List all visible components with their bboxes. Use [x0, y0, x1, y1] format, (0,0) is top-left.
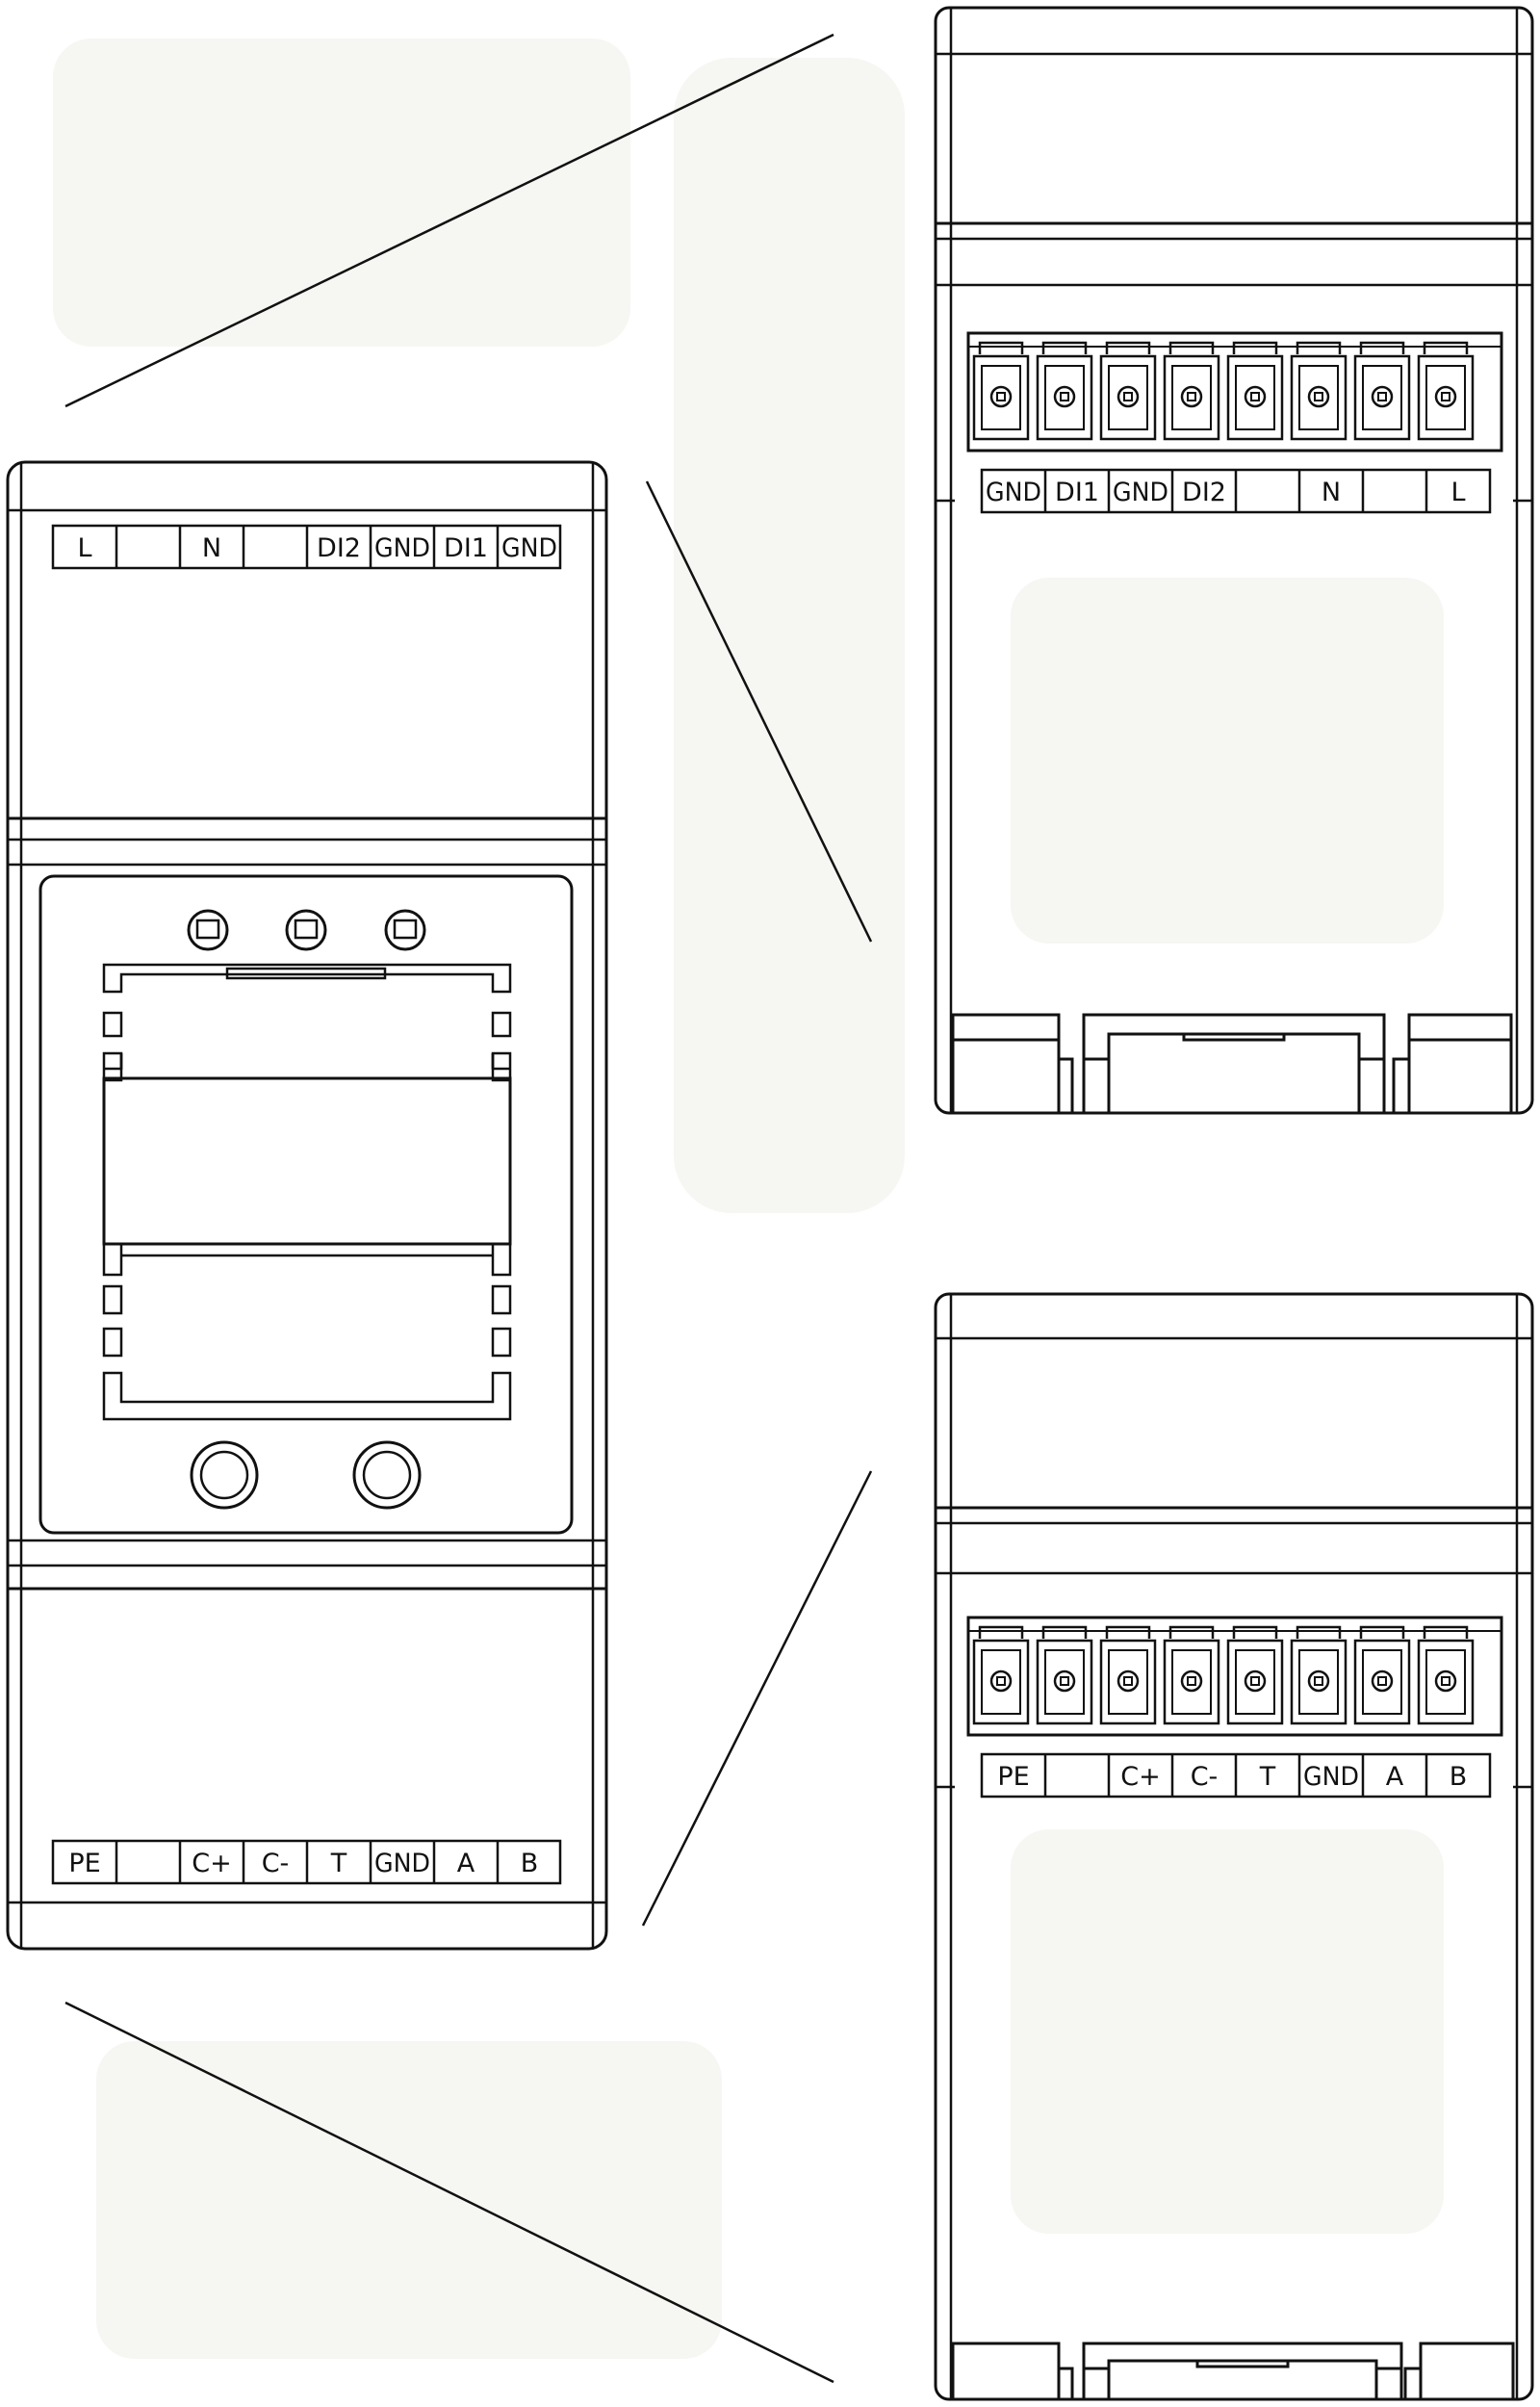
front-panel: [38, 874, 574, 1535]
top-detail-terminal-strip: [980, 468, 1492, 514]
terminal-screw-icon: [1226, 341, 1284, 441]
terminal-label: DI2: [317, 533, 361, 563]
terminal-label: GND: [374, 1849, 430, 1878]
terminal-label: C+: [192, 1849, 231, 1878]
terminal-screw-icon: [1099, 1625, 1157, 1725]
front-top-terminal-labels: L N DI2 GND DI1 GND: [77, 533, 557, 563]
led-indicator-icon: [187, 909, 229, 951]
top-detail-housing: [934, 6, 1534, 1115]
callout-line-top-lower: [645, 480, 873, 943]
terminal-screw-icon: [972, 1625, 1030, 1725]
terminal-screw-icon: [1036, 1625, 1093, 1725]
terminal-label: C-: [262, 1849, 290, 1878]
top-detail-device: [934, 6, 1534, 1115]
terminal-label: T: [330, 1849, 347, 1878]
terminal-screw-icon: [972, 341, 1030, 441]
front-bottom-terminal-strip: [51, 1839, 562, 1885]
front-bottom-terminal-labels: PE C+ C- T GND A B: [68, 1849, 538, 1878]
lcd-display: [102, 1076, 512, 1246]
bottom-detail-housing: [934, 1292, 1534, 2401]
callout-line-top-upper: [64, 33, 834, 408]
terminal-label: GND: [1303, 1762, 1359, 1792]
terminal-label: C-: [1191, 1762, 1219, 1792]
terminal-screw-icon: [1226, 1625, 1284, 1725]
terminal-label: T: [1259, 1762, 1276, 1792]
push-button[interactable]: [352, 1440, 422, 1510]
bottom-detail-terminal-labels: PE C+ C- T GND A B: [997, 1762, 1467, 1792]
terminal-screw-icon: [1036, 341, 1093, 441]
terminal-screw-icon: [1099, 341, 1157, 441]
front-top-terminal-strip: [51, 524, 562, 570]
callout-line-bottom-upper: [641, 1470, 873, 1927]
display-frame: [102, 963, 512, 1421]
push-button[interactable]: [190, 1440, 259, 1510]
led-indicator-icon: [384, 909, 426, 951]
terminal-label: B: [521, 1849, 539, 1878]
terminal-label: PE: [997, 1762, 1029, 1792]
callout-lines: [64, 33, 873, 2384]
bottom-detail-device: [934, 1292, 1534, 2401]
terminal-screw-icon: [1353, 1625, 1411, 1725]
terminal-screw-icon: [1163, 341, 1220, 441]
terminal-label: L: [1450, 478, 1465, 507]
terminal-screw-icon: [1290, 1625, 1348, 1725]
terminal-label: PE: [68, 1849, 100, 1878]
bottom-detail-terminal-strip: [980, 1752, 1492, 1799]
terminal-label: A: [457, 1849, 475, 1878]
terminal-screw-icon: [1353, 341, 1411, 441]
terminal-screw-icon: [1417, 341, 1475, 441]
terminal-label: GND: [1113, 478, 1168, 507]
terminal-label: B: [1450, 1762, 1468, 1792]
terminal-label: N: [1322, 478, 1341, 507]
indicator-leds: [187, 909, 426, 951]
callout-line-bottom-lower: [64, 2001, 834, 2384]
terminal-label: GND: [986, 478, 1041, 507]
terminal-label: GND: [501, 533, 557, 563]
terminal-label: C+: [1120, 1762, 1160, 1792]
terminal-screw-icon: [1290, 341, 1348, 441]
top-detail-terminal-labels: GND DI1 GND DI2 N L: [986, 478, 1466, 507]
terminal-label: N: [202, 533, 221, 563]
terminal-label: L: [77, 533, 91, 563]
background-shading: [53, 39, 1444, 2359]
terminal-label: DI1: [444, 533, 488, 563]
terminal-label: A: [1386, 1762, 1404, 1792]
led-indicator-icon: [285, 909, 327, 951]
terminal-screw-icon: [1417, 1625, 1475, 1725]
terminal-label: GND: [374, 533, 430, 563]
front-housing: [6, 460, 608, 1951]
terminal-screw-icon: [1163, 1625, 1220, 1725]
terminal-label: DI2: [1182, 478, 1226, 507]
terminal-label: DI1: [1055, 478, 1099, 507]
front-push-buttons: [190, 1440, 422, 1510]
top-detail-connector: [966, 331, 1503, 453]
bottom-detail-connector: [966, 1616, 1503, 1737]
front-view-device: [6, 460, 608, 1951]
